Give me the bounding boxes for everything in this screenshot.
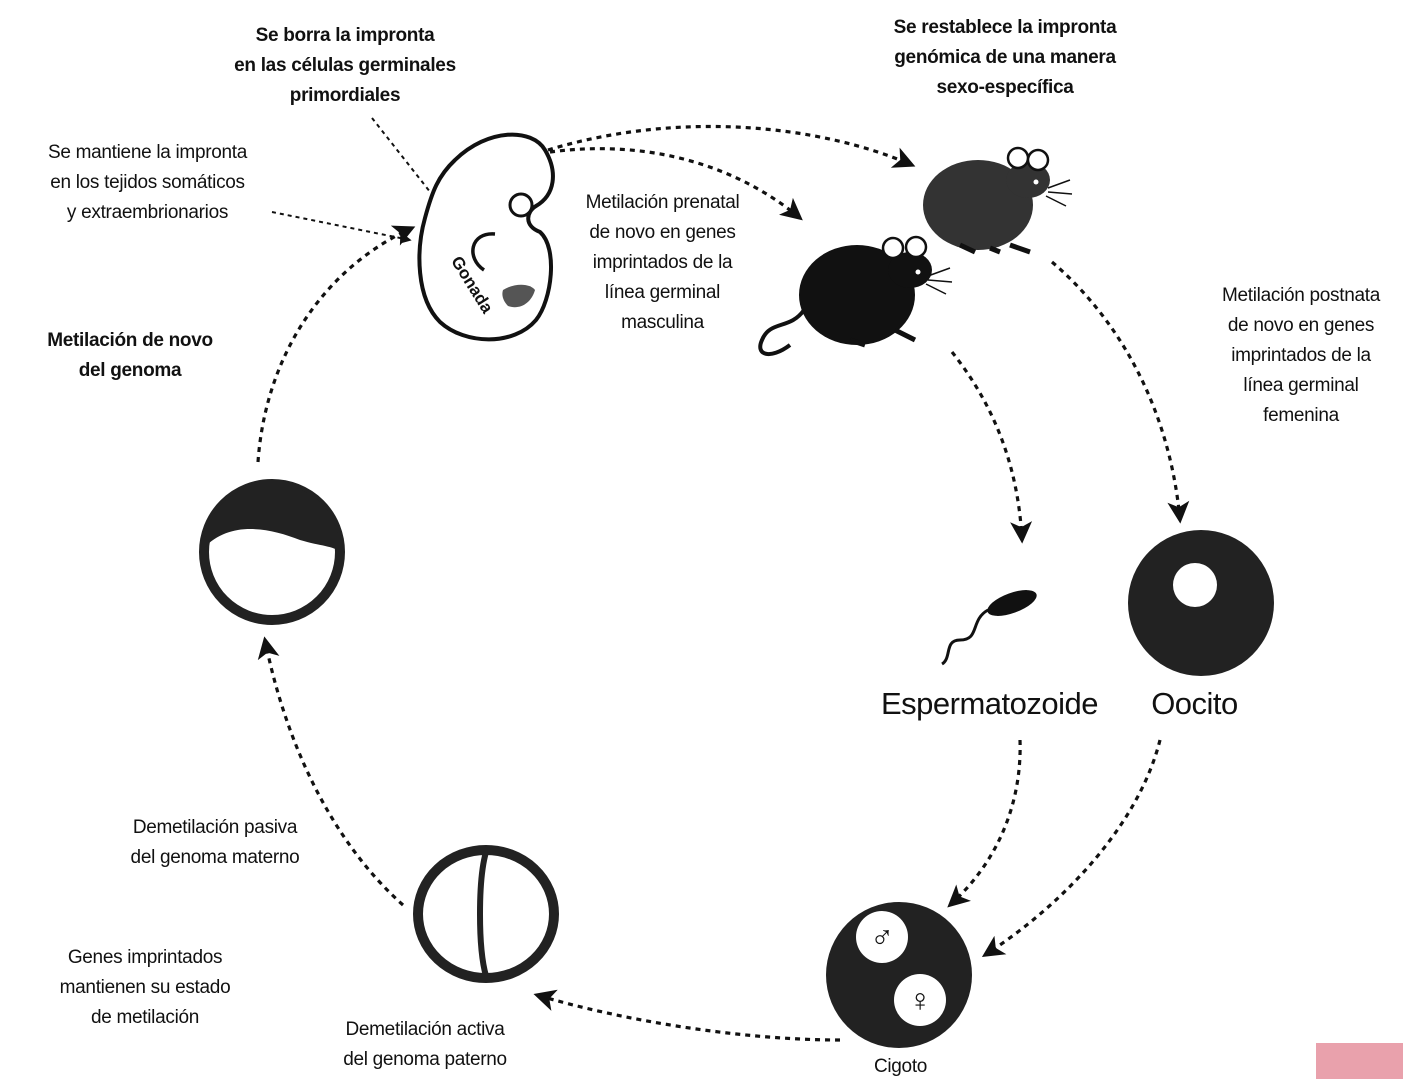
label-maintain-imprint: Se mantiene la impronta en los tejidos s…: [47, 142, 248, 223]
label-oocyte: Oocito: [1151, 686, 1238, 721]
arrow-male-mouse-to-sperm: [950, 351, 1033, 544]
pointer-maintain-to-embryo: [271, 211, 412, 244]
two-cell-embryo-illustration: [413, 845, 559, 983]
female-symbol-icon: ♀: [908, 982, 932, 1018]
label-postnatal-methylation: Metilación postnata de novo en genes imp…: [1221, 285, 1380, 426]
arrow-zygote-to-twocell: [533, 989, 841, 1042]
label-erase-imprint: Se borra la impronta en las células germ…: [234, 25, 456, 106]
label-zygote: Cigoto: [873, 1056, 928, 1077]
label-reestablish-imprint: Se restablece la impronta genómica de un…: [893, 17, 1117, 98]
female-mouse-illustration: [923, 146, 1073, 255]
label-prenatal-methylation: Metilación prenatal de novo en genes imp…: [585, 192, 740, 333]
label-active-demethylation: Demetilación activa del genoma paterno: [343, 1019, 507, 1070]
label-imprinted-genes: Genes imprintados mantienen su estado de…: [59, 947, 231, 1028]
embryo-illustration: [417, 132, 555, 342]
male-mouse-illustration: [758, 235, 953, 356]
sperm-illustration: [941, 590, 1037, 666]
corner-color-tab: [1316, 1043, 1403, 1079]
label-denovo-methylation: Metilación de novo del genoma: [47, 330, 213, 381]
arrow-blastocyst-to-embryo: [256, 225, 416, 463]
label-passive-demethylation: Demetilación pasiva del genoma materno: [130, 817, 300, 868]
arrow-sperm-to-zygote: [947, 739, 1022, 908]
male-symbol-icon: ♂: [870, 919, 894, 955]
embryo-eye: [508, 192, 534, 218]
arrow-twocell-to-blastocyst: [257, 636, 405, 907]
arrow-oocyte-to-zygote: [981, 739, 1162, 957]
arrow-female-mouse-to-oocyte: [1050, 260, 1190, 524]
blastocyst-illustration: [199, 479, 345, 625]
arrow-embryo-to-male-mouse: [549, 147, 803, 221]
label-sperm: Espermatozoide: [880, 686, 1099, 721]
arrow-embryo-to-female-mouse: [547, 124, 916, 168]
oocyte-illustration: [1128, 530, 1274, 676]
zygote-illustration: [826, 902, 972, 1048]
gonad-shape: [502, 284, 535, 308]
embryo-limb: [471, 232, 496, 272]
